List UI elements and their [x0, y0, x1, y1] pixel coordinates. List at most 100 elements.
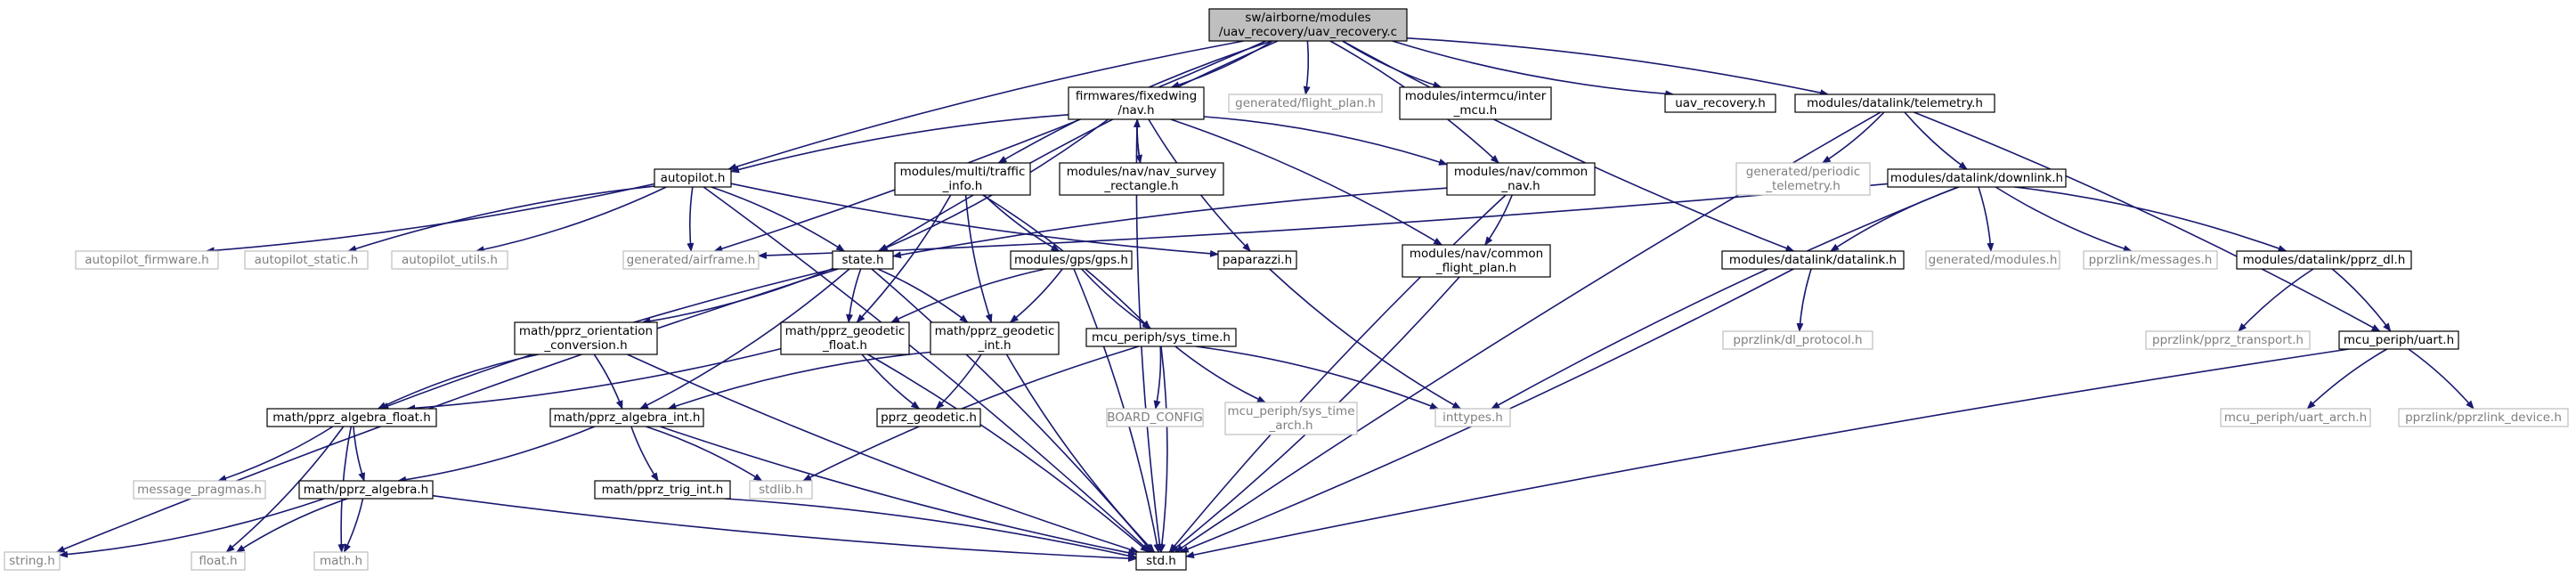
- edge-state-to-geoint: [877, 268, 969, 323]
- node-label-navcommon-line-0: modules/nav/common: [1454, 165, 1588, 179]
- node-label-root-line-1: /uav_recovery/uav_recovery.c: [1219, 25, 1397, 39]
- node-trigint[interactable]: math/pprz_trig_int.h: [594, 480, 731, 500]
- edge-uart-to-pprzdevice: [2408, 348, 2474, 410]
- edge-root-to-flightplan: [1303, 40, 1311, 95]
- node-label-geofloat-line-1: _float.h: [822, 338, 867, 353]
- node-box-downlink: [1887, 168, 2067, 188]
- node-label-pprzdl-line-0: modules/datalink/pprz_dl.h: [2243, 253, 2406, 267]
- edge-algint-to-stdh: [660, 426, 1137, 557]
- node-label-downlink-line-0: modules/datalink/downlink.h: [1890, 171, 2063, 185]
- edge-traffic-to-geofloat: [856, 194, 952, 323]
- node-navsurvey[interactable]: modules/nav/nav_survey_rectangle.h: [1059, 162, 1224, 196]
- node-box-gps: [1010, 250, 1133, 270]
- node-algfloat[interactable]: math/pprz_algebra_float.h: [266, 408, 437, 427]
- node-box-boardconfig: [1106, 408, 1204, 427]
- node-pprzdl[interactable]: modules/datalink/pprz_dl.h: [2236, 250, 2412, 270]
- node-downlink[interactable]: modules/datalink/downlink.h: [1887, 168, 2067, 188]
- node-fwnav[interactable]: firmwares/fixedwing/nav.h: [1068, 86, 1205, 120]
- edge-algebra-to-floath: [235, 498, 348, 553]
- edge-autopilot-to-state: [711, 186, 846, 252]
- edge-autopilot-to-stdh: [703, 186, 1151, 553]
- node-pprztransport: pprzlink/pprz_transport.h: [2145, 330, 2311, 350]
- node-gps[interactable]: modules/gps/gps.h: [1010, 250, 1133, 270]
- node-intermcu[interactable]: modules/intermcu/inter_mcu.h: [1399, 86, 1552, 120]
- node-periodic: generated/periodic_telemetry.h: [1735, 162, 1871, 196]
- edge-algint-to-trigint: [630, 426, 659, 482]
- node-label-apfirmware-line-0: autopilot_firmware.h: [85, 253, 208, 267]
- node-box-geoint: [930, 321, 1060, 355]
- node-algint[interactable]: math/pprz_algebra_int.h: [549, 408, 704, 427]
- node-box-navflightplan: [1402, 244, 1551, 278]
- node-geodetic[interactable]: pprz_geodetic.h: [876, 408, 981, 427]
- node-label-trigint-line-0: math/pprz_trig_int.h: [602, 483, 724, 497]
- edge-algfloat-to-msgpragmas: [217, 426, 334, 482]
- node-label-floath-line-0: float.h: [199, 554, 237, 568]
- edge-algebra-to-mathh: [343, 498, 364, 553]
- node-label-stdlib-line-0: stdlib.h: [759, 483, 803, 497]
- node-label-uart-line-0: mcu_periph/uart.h: [2344, 333, 2454, 347]
- node-box-trigint: [594, 480, 731, 500]
- node-navcommon[interactable]: modules/nav/common_nav.h: [1446, 162, 1596, 196]
- node-algebra[interactable]: math/pprz_algebra.h: [298, 480, 434, 500]
- edge-geofloat-to-geodetic: [861, 354, 921, 410]
- node-box-systime: [1085, 328, 1237, 347]
- node-geofloat[interactable]: math/pprz_geodetic_float.h: [780, 321, 910, 355]
- node-orientation[interactable]: math/pprz_orientation_conversion.h: [514, 321, 658, 355]
- edge-traffic-to-geoint: [964, 194, 993, 323]
- node-box-pprzdl: [2236, 250, 2412, 270]
- node-box-genmodules: [1925, 250, 2060, 270]
- node-label-stdh-line-0: std.h: [1146, 554, 1176, 568]
- edge-downlink-to-pprzmessages: [1995, 186, 2133, 252]
- node-label-fwnav-line-1: /nav.h: [1117, 103, 1154, 118]
- edge-autopilot-to-airframe: [687, 186, 695, 252]
- node-airframe: generated/airframe.h: [622, 250, 760, 270]
- edge-gps-to-geofloat: [890, 268, 1046, 323]
- node-stringh: string.h: [4, 551, 61, 571]
- edge-state-to-algint: [639, 268, 850, 410]
- node-label-uartarch-line-0: mcu_periph/uart_arch.h: [2224, 410, 2368, 425]
- node-box-uavrec: [1664, 93, 1776, 113]
- node-flightplan: generated/flight_plan.h: [1228, 93, 1383, 113]
- node-label-genmodules-line-0: generated/modules.h: [1929, 253, 2058, 267]
- node-genmodules: generated/modules.h: [1925, 250, 2060, 270]
- node-label-pprztransport-line-0: pprzlink/pprz_transport.h: [2152, 333, 2304, 347]
- node-label-pprzdevice-line-0: pprzlink/pprzlink_device.h: [2405, 410, 2562, 425]
- edge-state-to-geofloat: [846, 268, 862, 323]
- node-systime[interactable]: mcu_periph/sys_time.h: [1085, 328, 1237, 347]
- edge-downlink-to-genmodules: [1978, 186, 1995, 252]
- node-floath: float.h: [191, 551, 246, 571]
- node-telemetry[interactable]: modules/datalink/telemetry.h: [1794, 93, 1995, 113]
- node-geoint[interactable]: math/pprz_geodetic_int.h: [930, 321, 1060, 355]
- edge-gps-to-systime: [1081, 268, 1152, 329]
- node-uavrec[interactable]: uav_recovery.h: [1664, 93, 1776, 113]
- node-label-periodic-line-0: generated/periodic: [1746, 165, 1860, 179]
- node-box-stdlib: [749, 480, 813, 500]
- node-label-boardconfig-line-0: BOARD_CONFIG: [1107, 410, 1203, 425]
- node-box-apstatic: [244, 250, 369, 270]
- node-label-telemetry-line-0: modules/datalink/telemetry.h: [1807, 96, 1983, 110]
- node-label-intermcu-line-1: _mcu.h: [1453, 103, 1498, 118]
- edge-downlink-to-airframe: [758, 183, 1889, 259]
- node-paparazzi[interactable]: paparazzi.h: [1217, 250, 1297, 270]
- node-state[interactable]: state.h: [832, 250, 894, 270]
- node-root[interactable]: sw/airborne/modules/uav_recovery/uav_rec…: [1208, 8, 1408, 42]
- edge-downlink-to-datalink: [1830, 186, 1960, 252]
- node-datalink[interactable]: modules/datalink/datalink.h: [1721, 250, 1905, 270]
- node-autopilot[interactable]: autopilot.h: [654, 168, 732, 188]
- edge-algfloat-to-algebra: [353, 426, 366, 482]
- node-box-algfloat: [266, 408, 437, 427]
- node-label-algint-line-0: math/pprz_algebra_int.h: [554, 410, 701, 425]
- edge-gps-to-geoint: [1009, 268, 1063, 323]
- edge-trigint-to-stdh: [724, 498, 1137, 559]
- edge-navcommon-to-navflightplan: [1484, 194, 1513, 246]
- node-traffic[interactable]: modules/multi/traffic_info.h: [894, 162, 1031, 196]
- edge-uart-to-stdh: [1185, 348, 2350, 559]
- node-apfirmware: autopilot_firmware.h: [75, 250, 219, 270]
- node-box-datalink: [1721, 250, 1905, 270]
- node-label-algfloat-line-0: math/pprz_algebra_float.h: [272, 410, 431, 425]
- node-uart[interactable]: mcu_periph/uart.h: [2338, 330, 2459, 350]
- node-navflightplan[interactable]: modules/nav/common_flight_plan.h: [1402, 244, 1551, 278]
- node-stdh[interactable]: std.h: [1135, 551, 1187, 571]
- edge-telemetry-to-periodic: [1821, 111, 1885, 164]
